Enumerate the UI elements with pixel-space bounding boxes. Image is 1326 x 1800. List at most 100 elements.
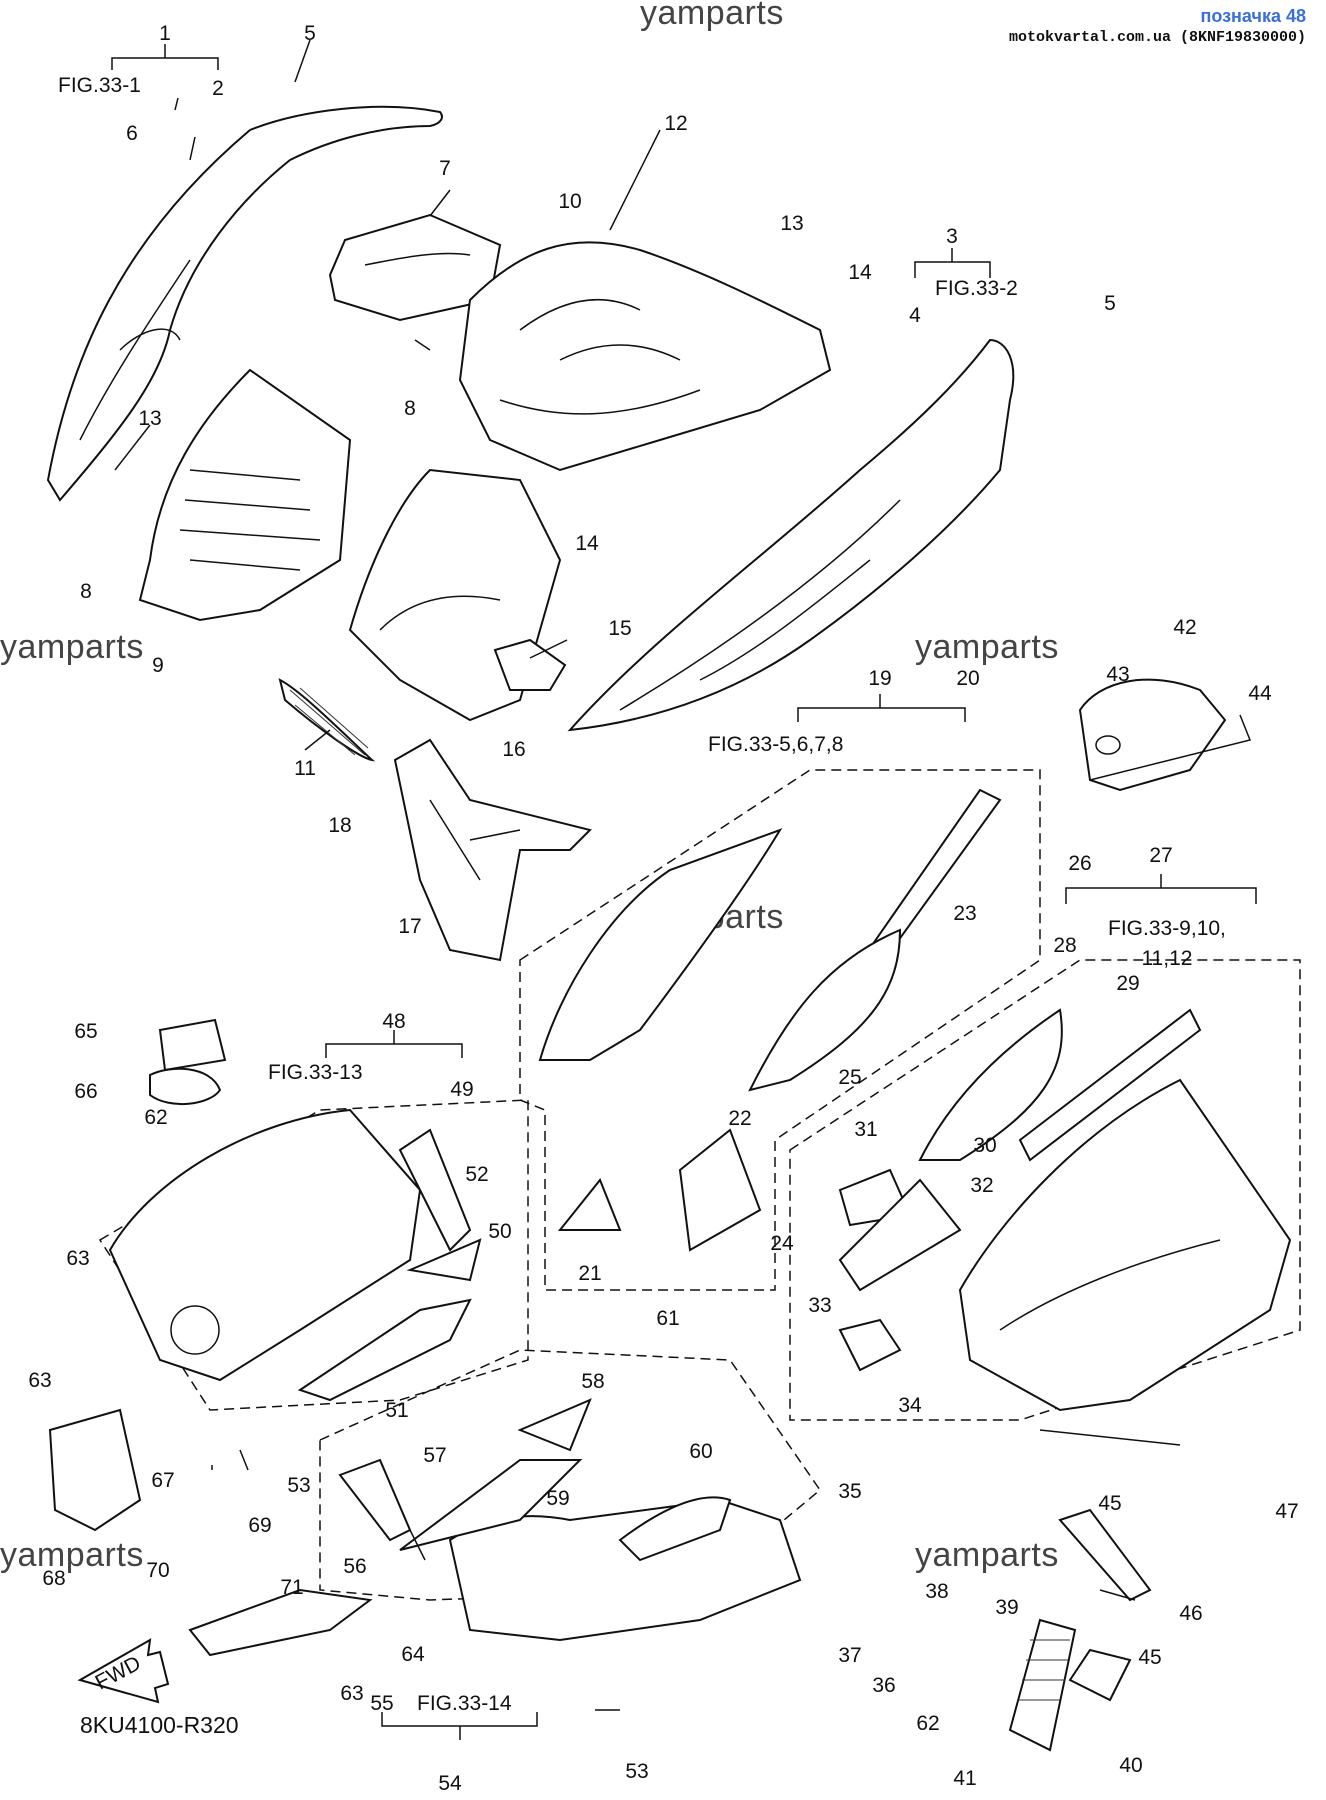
callout-40: 40 — [1119, 1754, 1142, 1777]
callout-28: 28 — [1053, 934, 1076, 957]
tag-source: motokvartal.com.ua (8KNF19830000) — [1008, 29, 1306, 46]
callout-20: 20 — [956, 667, 979, 690]
diagram-code: 8KU4100-R320 — [80, 1712, 239, 1738]
callout-35: 35 — [838, 1480, 861, 1503]
callout-66: 66 — [74, 1080, 97, 1103]
callout-65: 65 — [74, 1020, 97, 1043]
callout-58: 58 — [581, 1370, 604, 1393]
callout-71: 71 — [280, 1576, 303, 1599]
fig-ref-33-5[interactable]: FIG.33-5,6,7,8 — [708, 733, 844, 756]
callout-15: 15 — [608, 617, 631, 640]
callout-13: 13 — [780, 212, 803, 235]
part-65 — [149, 1067, 222, 1106]
callout-31: 31 — [854, 1118, 877, 1141]
callout-29: 29 — [1116, 972, 1139, 995]
callout-2: 2 — [212, 77, 224, 100]
callout-43: 43 — [1106, 663, 1129, 686]
callout-68: 68 — [42, 1567, 65, 1590]
callout-32: 32 — [970, 1174, 993, 1197]
fig-ref-33-9[interactable]: FIG.33-9,10, 11,12 — [1108, 917, 1226, 970]
callout-47: 47 — [1275, 1500, 1298, 1523]
callout-45: 45 — [1098, 1492, 1121, 1515]
callout-11: 11 — [294, 757, 316, 780]
callout-48: 48 — [382, 1010, 405, 1033]
callout-42: 42 — [1173, 616, 1196, 639]
callout-39: 39 — [995, 1596, 1018, 1619]
callout-7: 7 — [439, 157, 451, 180]
watermark-top: yamparts — [640, 0, 784, 32]
part-side-panel — [567, 338, 1015, 732]
part-56 — [338, 1458, 412, 1542]
part-50 — [406, 1238, 482, 1282]
fig-ref-33-14[interactable]: FIG.33-14 — [417, 1692, 512, 1715]
callout-34: 34 — [898, 1394, 922, 1417]
watermark-left: yamparts — [0, 628, 144, 666]
part-57 — [399, 1459, 583, 1551]
callout-5: 5 — [1104, 292, 1116, 315]
callout-53: 53 — [287, 1474, 310, 1497]
callout-38: 38 — [925, 1580, 948, 1603]
callout-17: 17 — [398, 915, 421, 938]
callout-53: 53 — [625, 1760, 648, 1783]
callout-8: 8 — [80, 580, 92, 603]
part-grille-panel — [138, 368, 352, 622]
part-26 — [748, 928, 902, 1092]
part-25 — [678, 1128, 762, 1252]
part-51 — [297, 1298, 472, 1402]
part-lower-cowl — [958, 1078, 1292, 1412]
fig-ref-33-13[interactable]: FIG.33-13 — [268, 1061, 363, 1084]
part-30 — [918, 1008, 1063, 1161]
part-cover-42 — [1078, 678, 1227, 792]
fig-ref-33-2[interactable]: FIG.33-2 — [935, 277, 1018, 300]
part-32 — [838, 1178, 962, 1292]
callout-14: 14 — [575, 532, 599, 555]
callout-9: 9 — [152, 654, 164, 677]
callout-63: 63 — [340, 1682, 363, 1705]
part-40 — [1068, 1648, 1132, 1702]
callout-26: 26 — [1068, 852, 1091, 875]
callout-23: 23 — [953, 902, 976, 925]
callout-12: 12 — [664, 112, 687, 135]
part-41-mesh — [1008, 1618, 1077, 1752]
boundary-fig-33-9 — [789, 959, 1301, 1421]
part-inner-panel — [328, 213, 502, 322]
callout-22: 22 — [728, 1107, 751, 1130]
callout-5: 5 — [304, 22, 316, 45]
callout-54: 54 — [438, 1772, 462, 1795]
watermark-bottom-left: yamparts — [0, 1536, 144, 1574]
callout-14: 14 — [848, 261, 872, 284]
callout-63: 63 — [28, 1369, 51, 1392]
callout-62: 62 — [916, 1712, 939, 1735]
part-68 — [188, 1588, 373, 1657]
part-22 — [557, 1178, 622, 1231]
callout-27: 27 — [1149, 844, 1172, 867]
callout-3: 3 — [946, 225, 958, 248]
callout-36: 36 — [872, 1674, 895, 1697]
callout-60: 60 — [689, 1440, 712, 1463]
tag-title[interactable]: позначка 48 — [1200, 6, 1306, 26]
fig-ref-33-1[interactable]: FIG.33-1 — [58, 74, 141, 97]
callout-6: 6 — [126, 122, 138, 145]
callout-46: 46 — [1179, 1602, 1202, 1625]
part-60 — [618, 1496, 732, 1562]
part-front-cowl — [46, 105, 443, 502]
watermark-right: yamparts — [915, 628, 1059, 666]
callout-64: 64 — [401, 1643, 425, 1666]
callout-24: 24 — [770, 1232, 794, 1255]
part-58 — [517, 1398, 592, 1452]
part-bracket-16 — [493, 638, 567, 691]
part-64 — [158, 1018, 227, 1072]
callout-37: 37 — [838, 1644, 861, 1667]
part-29 — [1018, 1008, 1202, 1162]
callout-67: 67 — [151, 1469, 174, 1492]
part-46 — [1058, 1508, 1152, 1602]
callout-33: 33 — [808, 1294, 831, 1317]
callout-55: 55 — [370, 1692, 393, 1715]
watermark-bottom-right: yamparts — [915, 1536, 1059, 1574]
callout-8: 8 — [404, 397, 416, 420]
callout-25: 25 — [838, 1066, 861, 1089]
callout-21: 21 — [578, 1262, 601, 1285]
callout-10: 10 — [558, 190, 581, 213]
